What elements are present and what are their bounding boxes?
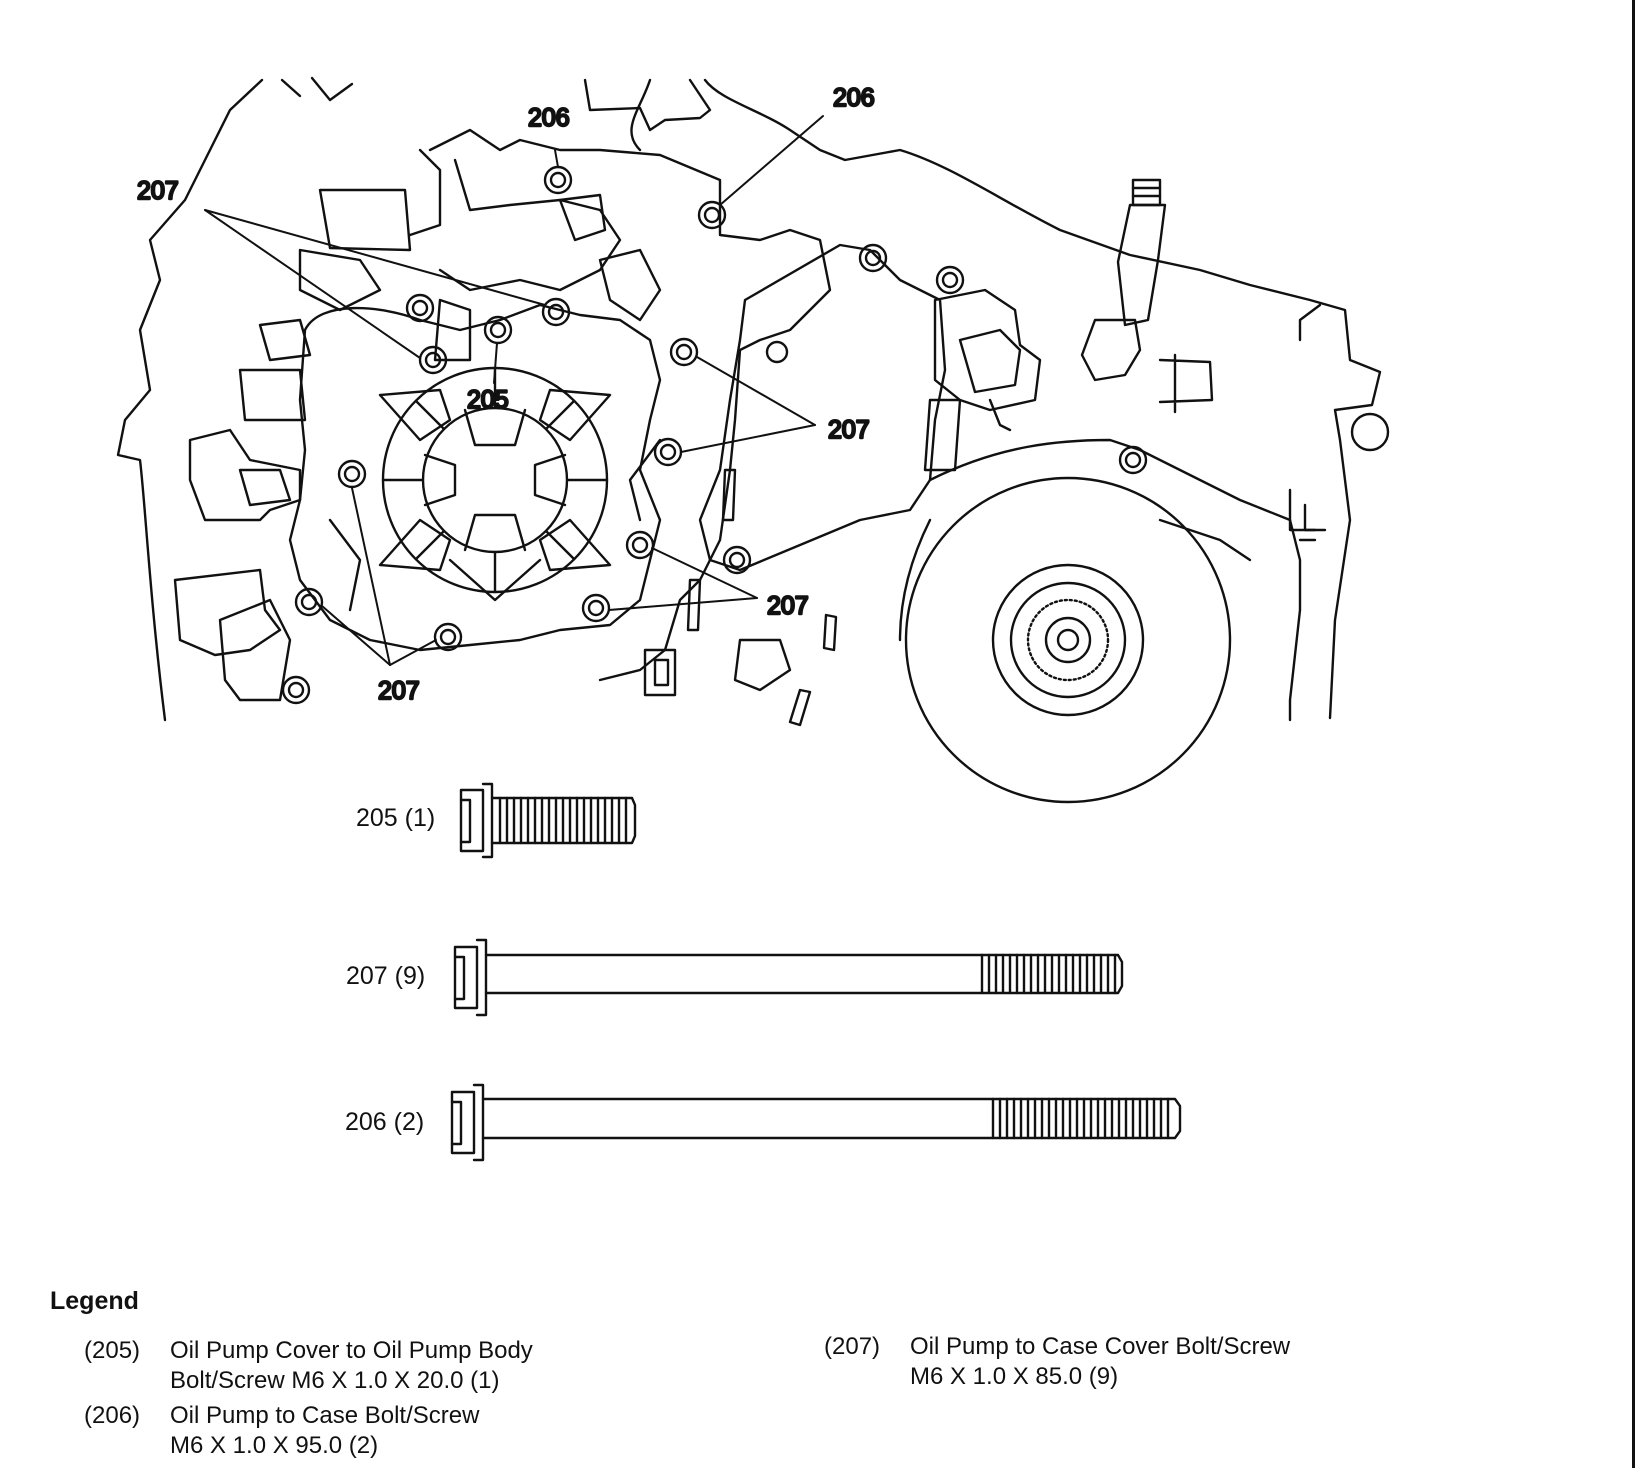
legend-text-line1: Oil Pump to Case Bolt/Screw [170,1402,480,1429]
callout-206-right: 206 [833,84,875,112]
callout-206-top: 206 [528,104,570,132]
bolt-label-205: 205 (1) [356,804,436,832]
callout-207-right: 207 [828,416,870,444]
legend-text-line1: Oil Pump to Case Cover Bolt/Screw [910,1333,1291,1360]
legend-text-line2: M6 X 1.0 X 85.0 (9) [910,1363,1119,1390]
legend-item-207: (207) Oil Pump to Case Cover Bolt/Screw … [824,1332,1384,1392]
legend-text-line2: Bolt/Screw M6 X 1.0 X 20.0 (1) [170,1367,500,1394]
callout-205-center: 205 [467,386,509,414]
legend-item-206: (206) Oil Pump to Case Bolt/Screw M6 X 1… [84,1401,644,1461]
legend-text-line1: Oil Pump Cover to Oil Pump Body [170,1337,533,1364]
oil-pump-cover [328,366,662,612]
bolt-207-drawing [453,938,1124,1017]
transmission-case-illustration: 206 206 207 205 207 207 207 [116,76,1390,1162]
legend-number: (206) [84,1402,141,1429]
legend-number: (205) [84,1337,141,1364]
leader-lines [204,115,824,666]
legend-item-205: (205) Oil Pump Cover to Oil Pump Body Bo… [84,1336,644,1396]
bolt-label-207: 207 (9) [346,962,426,990]
callout-207-lower-right: 207 [767,592,809,620]
callout-207-upper-left: 207 [137,177,179,205]
case-housing [116,76,1390,804]
bolt-206-drawing [450,1083,1182,1162]
legend-number: (207) [824,1333,881,1360]
page-edge-rule [1632,0,1635,1468]
bolt-label-206: 206 (2) [345,1108,425,1136]
bolt-205-drawing [459,782,637,859]
callout-207-bottom: 207 [378,677,420,705]
legend-title: Legend [50,1287,139,1315]
legend-text-line2: M6 X 1.0 X 95.0 (2) [170,1432,379,1459]
